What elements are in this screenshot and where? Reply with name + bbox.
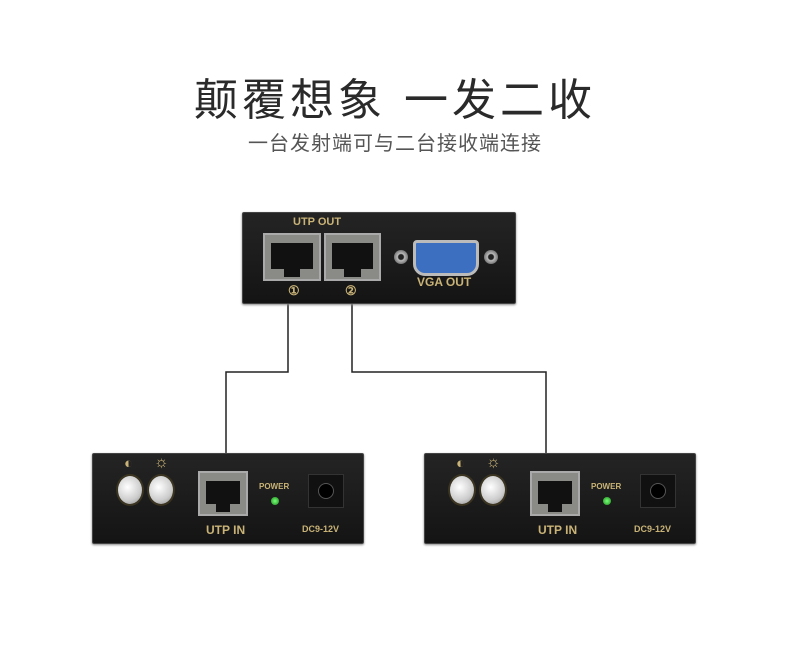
dc-power-jack xyxy=(308,474,344,508)
utp-in-label: UTP IN xyxy=(206,523,246,537)
power-label: POWER xyxy=(259,482,290,491)
contrast-icon: ◐ xyxy=(456,455,466,472)
vga-out-port xyxy=(413,240,479,276)
contrast-knob[interactable] xyxy=(450,476,474,504)
dc-power-jack xyxy=(640,474,676,508)
power-led xyxy=(603,497,611,505)
brightness-knob[interactable] xyxy=(149,476,173,504)
brightness-icon: ☼ xyxy=(486,454,501,471)
utp-in-port xyxy=(198,471,248,516)
utp-out-label: UTP OUT xyxy=(293,216,342,228)
receiver-unit-2: ◐ ☼ UTP IN POWER DC9-12V xyxy=(424,453,696,544)
vga-screw-right xyxy=(484,250,498,264)
cable-2 xyxy=(351,275,547,475)
dc-label: DC9-12V xyxy=(634,524,672,534)
contrast-knob[interactable] xyxy=(118,476,142,504)
contrast-icon: ◐ xyxy=(124,455,134,472)
power-led xyxy=(271,497,279,505)
power-label: POWER xyxy=(591,482,622,491)
utp-in-label: UTP IN xyxy=(538,523,578,537)
utp-out-port-2 xyxy=(324,233,381,281)
brightness-knob[interactable] xyxy=(481,476,505,504)
port-1-number: ① xyxy=(288,283,300,298)
vga-out-label: VGA OUT xyxy=(417,275,472,289)
utp-out-port-1 xyxy=(263,233,321,281)
subheadline: 一台发射端可与二台接收端连接 xyxy=(248,131,542,155)
port-2-number: ② xyxy=(345,283,357,298)
vga-screw-left xyxy=(394,250,408,264)
dc-label: DC9-12V xyxy=(302,524,340,534)
brightness-icon: ☼ xyxy=(154,454,169,471)
headline: 颠覆想象 一发二收 xyxy=(194,75,596,126)
receiver-unit-1: ◐ ☼ UTP IN POWER DC9-12V xyxy=(92,453,364,544)
transmitter-unit: UTP OUT ① ② VGA OUT xyxy=(242,212,516,304)
cable-1 xyxy=(225,275,289,475)
utp-in-port xyxy=(530,471,580,516)
